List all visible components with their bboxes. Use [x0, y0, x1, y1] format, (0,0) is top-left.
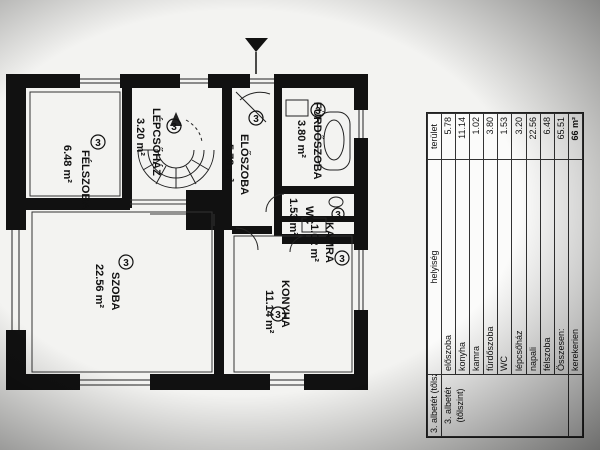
unit-header: 3. albetét (tőlszint) [427, 374, 442, 437]
svg-text:3: 3 [253, 114, 259, 125]
room-name: FÜRDŐSZOBA [311, 102, 324, 180]
area-column-header: terület [427, 113, 442, 160]
room-name: LÉPCSŐHÁZ [150, 108, 163, 176]
room-name: ELŐSZOBA [238, 134, 251, 195]
room-name: SZOBA [109, 272, 121, 311]
svg-text:3: 3 [95, 138, 101, 149]
room-area: 3.20 m² [134, 118, 146, 156]
svg-text:3: 3 [339, 254, 345, 265]
north-arrow-icon [245, 38, 268, 78]
room-konyha: 3 KONYHA 11.14 m² [263, 280, 291, 334]
room-furdoszoba: 3 FÜRDŐSZOBA 3.80 m² [295, 102, 326, 180]
room-area: 6.48 m² [61, 145, 73, 183]
room-area: 3.80 m² [295, 120, 307, 158]
room-area: 5.78 m² [223, 144, 235, 182]
room-area: 1.02 m² [308, 224, 320, 262]
room-schedule-table: 3. albetét (tőlszint) helyiség terület 3… [426, 112, 584, 438]
room-name: KONYHA [279, 280, 291, 328]
room-name: FÉLSZOBA [79, 150, 92, 209]
rounded-total-row: kerekerien 66 m² [568, 113, 583, 437]
room-area: 1.53 m² [287, 198, 299, 236]
room-name: KAMRA [323, 222, 335, 263]
room-szoba: 3 SZOBA 22.56 m² [93, 254, 134, 311]
svg-text:3: 3 [171, 122, 177, 133]
room-name: WC [303, 206, 315, 224]
unit-cell: 3. albetét(tőlszint) [441, 374, 569, 437]
svg-text:3: 3 [123, 258, 129, 269]
room-area: 11.14 m² [263, 290, 275, 334]
room-area: 22.56 m² [93, 264, 105, 308]
room-column-header: helyiség [427, 159, 442, 375]
table-row: 3. albetét(tőlszint) előszoba 5.78 [441, 113, 569, 437]
svg-text:3: 3 [335, 210, 341, 221]
